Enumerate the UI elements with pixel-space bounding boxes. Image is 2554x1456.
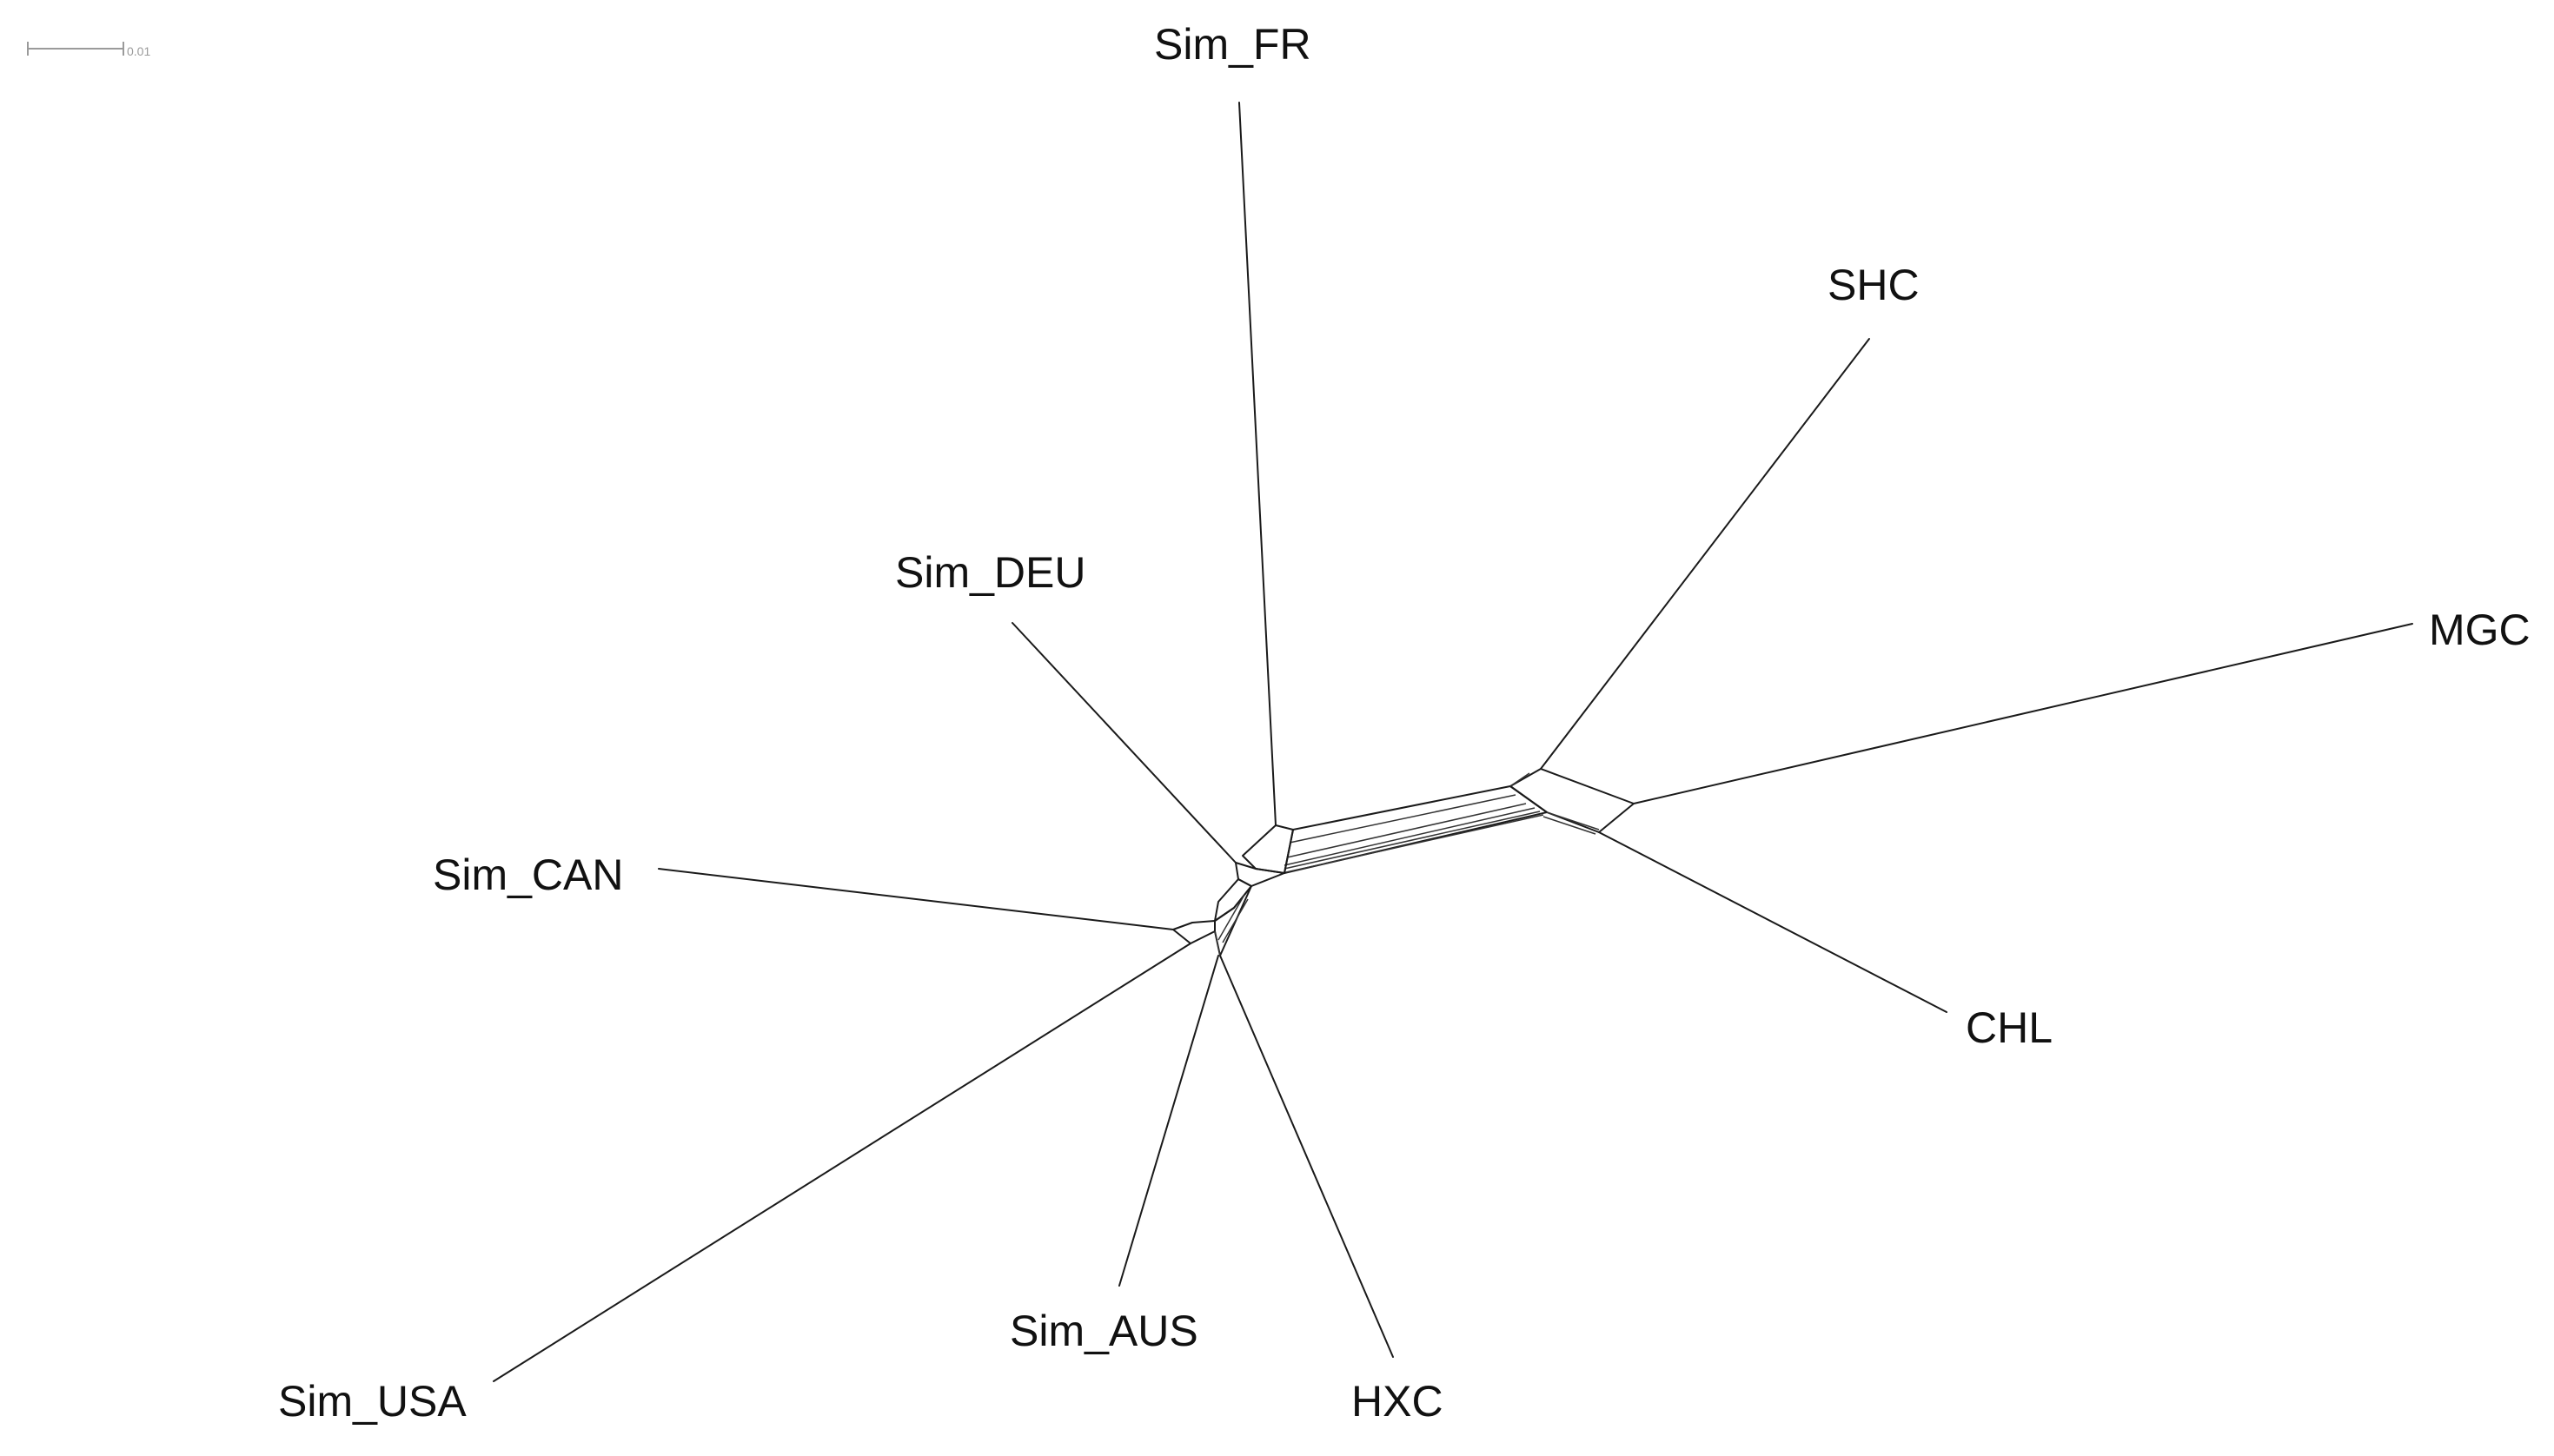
split-box-inner-2	[1222, 898, 1249, 943]
split-box-inner-3	[1214, 930, 1221, 956]
scale-bar-label: 0.01	[127, 44, 150, 58]
taxon-label-sim-can: Sim_CAN	[433, 850, 623, 899]
taxon-label-chl: CHL	[1966, 1003, 2053, 1052]
split-boxes	[1172, 768, 1635, 956]
taxon-label-sim-deu: Sim_DEU	[895, 548, 1085, 597]
taxon-labels: Sim_FR SHC Sim_DEU MGC Sim_CAN CHL Sim_A…	[278, 20, 2531, 1426]
edge-sim-aus	[1118, 955, 1219, 1287]
split-band-line-2	[1286, 803, 1527, 858]
edge-hxc	[1219, 955, 1394, 1358]
edge-sim-fr	[1238, 102, 1277, 826]
split-box-left-upper	[1242, 824, 1294, 874]
split-box-right-inner	[1509, 772, 1530, 787]
edge-sim-deu	[1012, 622, 1237, 864]
edge-chl	[1598, 831, 1947, 1013]
split-box-can-usa	[1172, 920, 1216, 944]
edge-sim-usa	[493, 943, 1191, 1382]
split-box-right-lower-2	[1542, 816, 1596, 835]
edge-shc	[1540, 338, 1870, 770]
edge-sim-can	[658, 868, 1174, 930]
taxon-label-sim-aus: Sim_AUS	[1010, 1307, 1198, 1355]
edge-mgc	[1633, 623, 2413, 804]
split-box-aus-hxc	[1214, 885, 1252, 956]
split-box-right	[1509, 768, 1635, 833]
split-box-right-lower-1	[1546, 811, 1600, 831]
split-box-left-mid	[1235, 862, 1285, 887]
split-box-inner-1	[1217, 894, 1245, 941]
split-band-line-1	[1289, 794, 1516, 844]
split-band-line-4	[1284, 811, 1541, 870]
taxon-label-hxc: HXC	[1351, 1377, 1443, 1426]
taxon-label-shc: SHC	[1828, 261, 1920, 309]
taxon-label-mgc: MGC	[2429, 606, 2531, 654]
scale-bar: 0.01	[27, 42, 150, 58]
taxon-label-sim-fr: Sim_FR	[1154, 20, 1311, 69]
pendant-edges	[493, 102, 2413, 1382]
taxon-label-sim-usa: Sim_USA	[278, 1377, 467, 1426]
split-band-line-3	[1284, 807, 1536, 866]
split-band-line-5	[1285, 814, 1544, 873]
